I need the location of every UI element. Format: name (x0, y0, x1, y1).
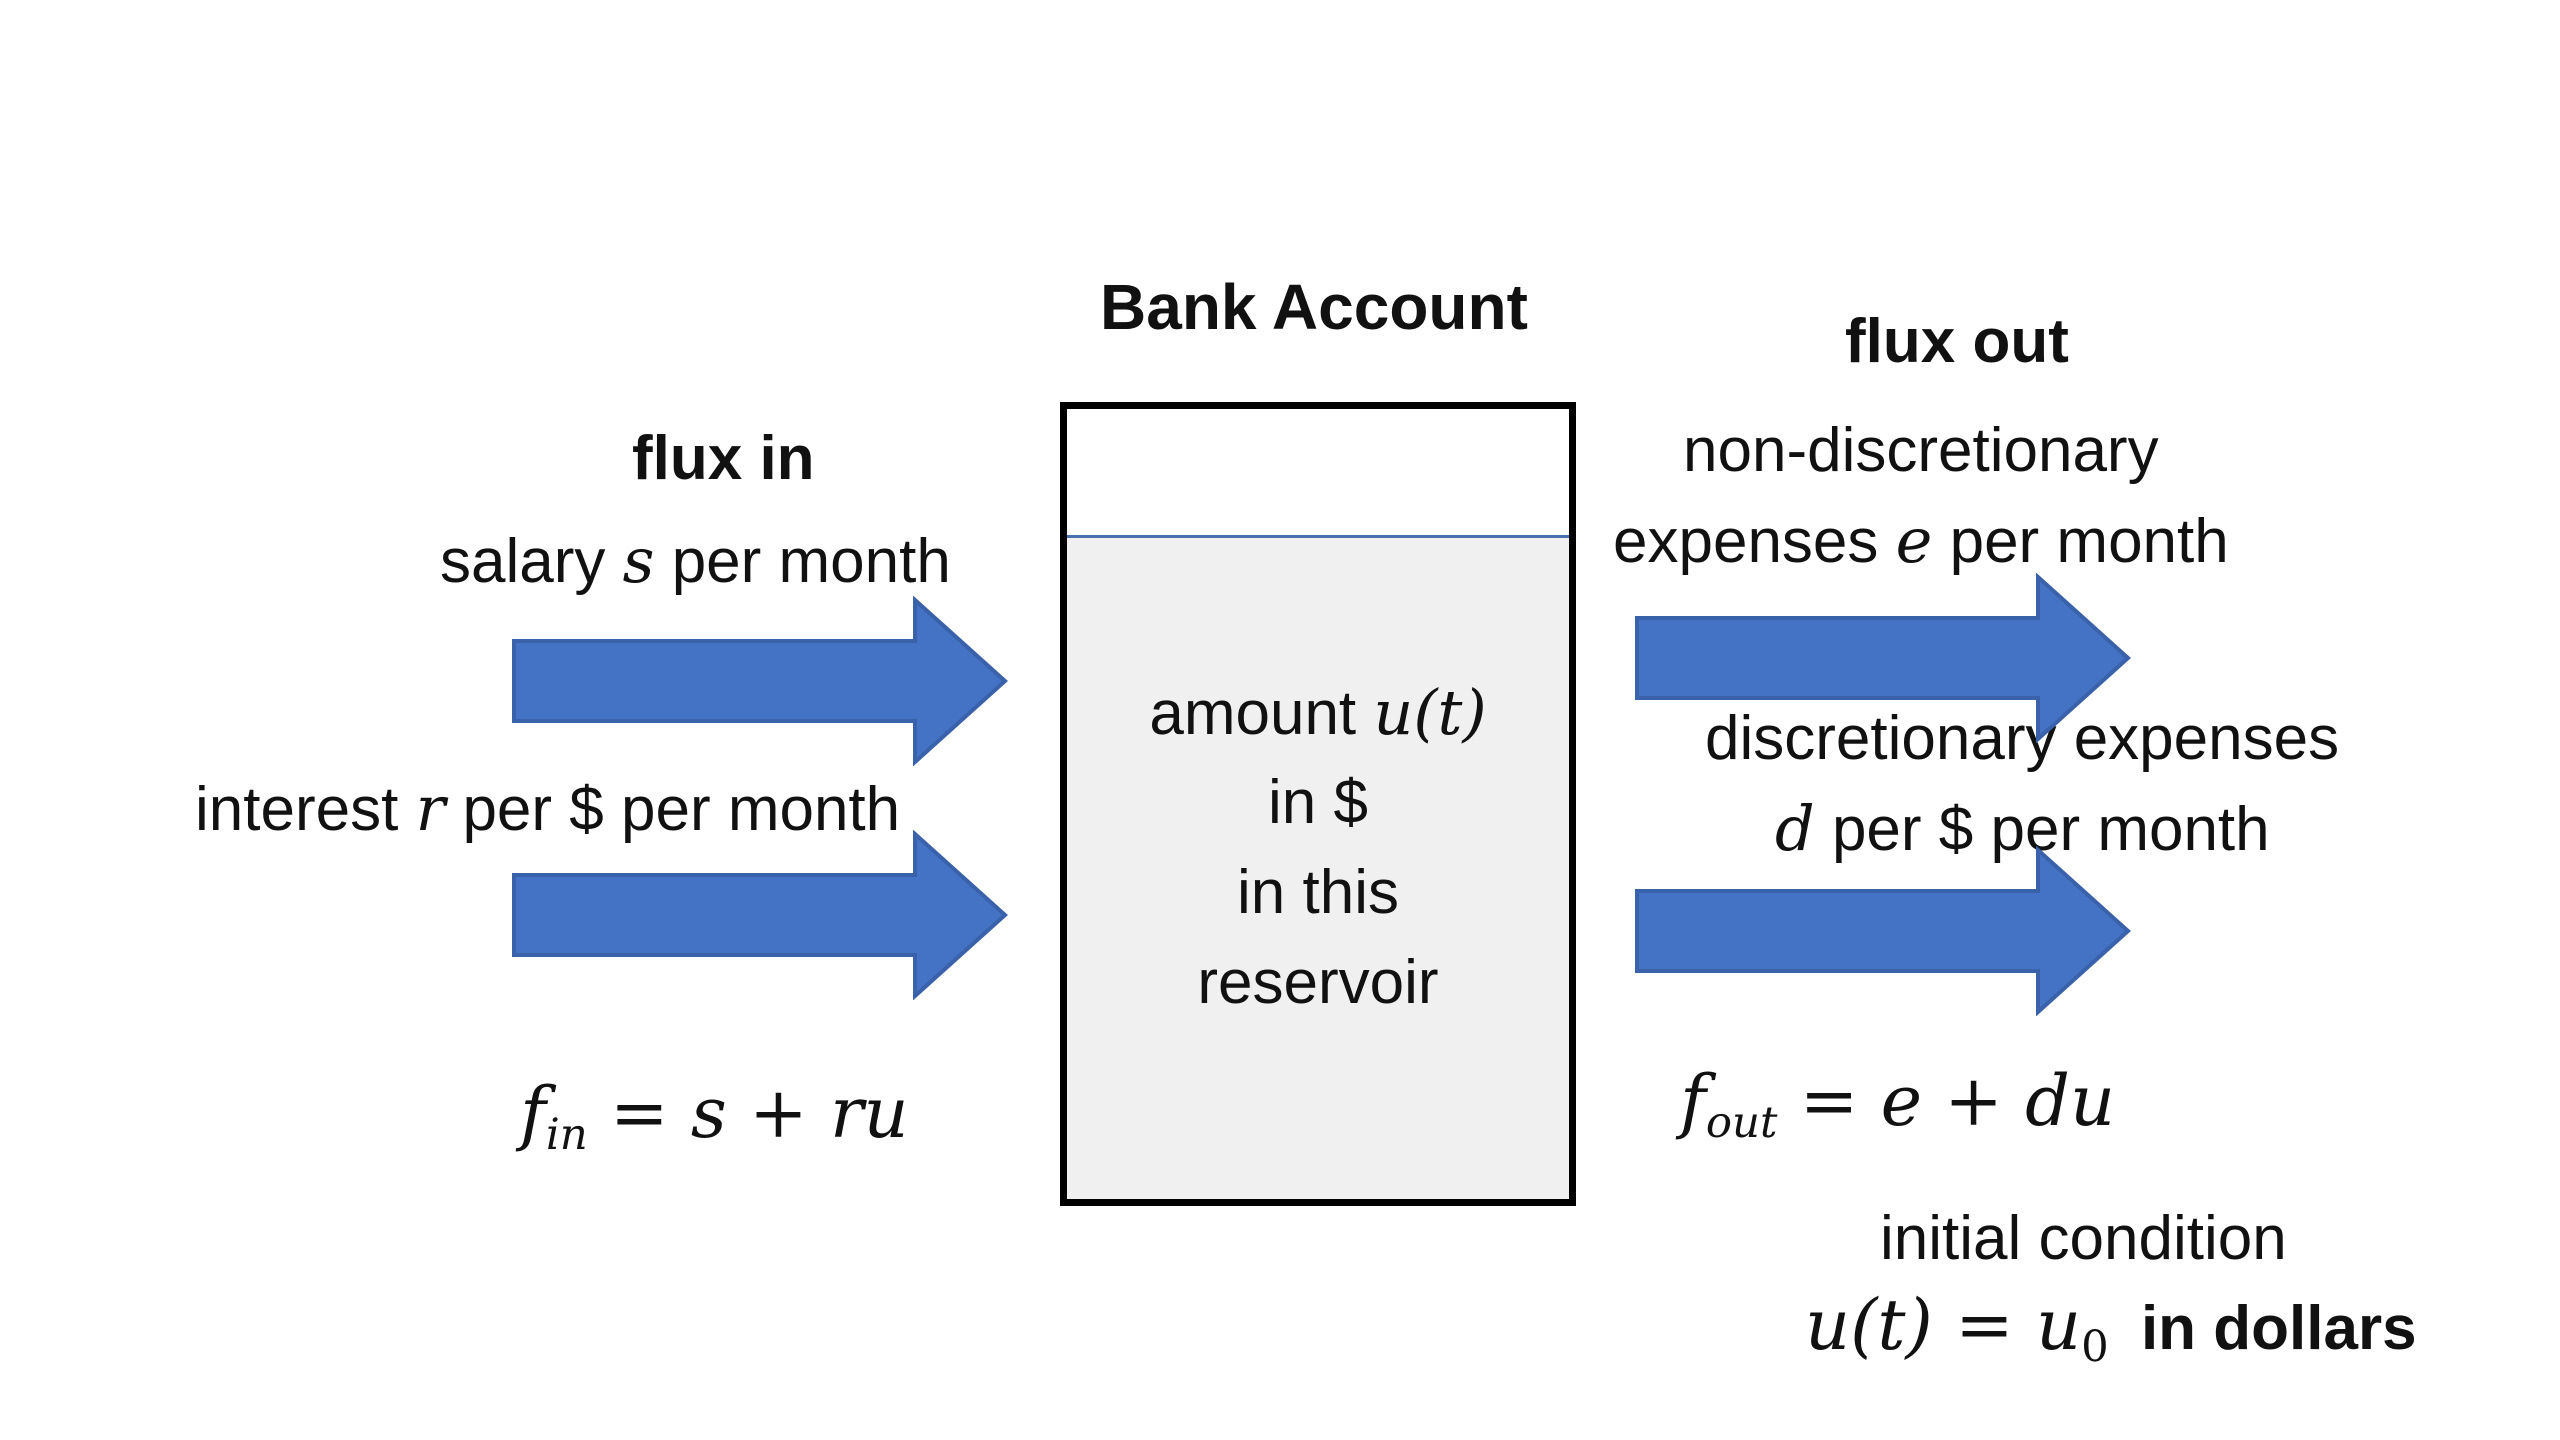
reservoir-amount-label: amount (1149, 679, 1357, 748)
discretionary-arrow-shape (1635, 846, 2131, 1016)
nondiscretionary-line1: non-discretionary (1683, 416, 2159, 485)
salary-label-text: salary (440, 527, 606, 596)
reservoir-container (1060, 402, 1576, 1206)
reservoir-this-line: in this (1237, 858, 1399, 927)
flux-out-heading: flux out (1845, 307, 2069, 376)
interest-rate-text: per $ per month (462, 775, 901, 844)
flux-out-formula-rhs: = e + du (1799, 1060, 2116, 1142)
salary-arrow (512, 596, 1008, 766)
expenses-variable: e (1895, 504, 1933, 577)
diagram-title: Bank Account (1100, 271, 1528, 343)
flux-in-formula-rhs: = s + ru (610, 1072, 909, 1154)
flux-out-formula: fout = e + du (1680, 1066, 2115, 1146)
discretionary-variable: d (1775, 792, 1815, 865)
interest-label-text: interest (195, 775, 399, 844)
interest-arrow (512, 830, 1008, 1000)
flux-in-formula: fin = s + ru (520, 1078, 909, 1158)
discretionary-arrow (1635, 846, 2131, 1016)
salary-label: salary s per month (440, 530, 951, 593)
initial-condition-equation-text: u(t) = u (1805, 1284, 2082, 1366)
reservoir-unit-line: in $ (1268, 768, 1368, 837)
expenses-text: expenses (1613, 507, 1879, 576)
initial-condition-equation: u(t) = u0 (1805, 1284, 2131, 1369)
flux-in-formula-subscript: in (545, 1110, 588, 1161)
discretionary-line1: discretionary expenses (1705, 704, 2340, 773)
nondiscretionary-line2: expenses e per month (1613, 510, 2229, 573)
salary-rate-text: per month (671, 527, 951, 596)
nondiscretionary-arrow-shape (1635, 573, 2131, 743)
flux-out-formula-f: f (1680, 1060, 1706, 1142)
flux-out-formula-subscript: out (1705, 1098, 1778, 1149)
reservoir-amount-variable: u(t) (1373, 676, 1487, 749)
flux-in-formula-f: f (520, 1072, 546, 1154)
expenses-rate-text: per month (1949, 507, 2229, 576)
initial-condition-suffix: in dollars (2140, 1294, 2417, 1363)
flux-in-heading: flux in (632, 424, 815, 493)
nondiscretionary-arrow (1635, 573, 2131, 743)
salary-arrow-shape (512, 596, 1008, 766)
interest-arrow-shape (512, 830, 1008, 1000)
initial-condition-subscript: 0 (2081, 1322, 2109, 1373)
interest-label: interest r per $ per month (195, 778, 900, 841)
discretionary-line2: d per $ per month (1775, 798, 2270, 861)
interest-variable: r (415, 772, 446, 845)
initial-condition-heading: initial condition (1880, 1204, 2287, 1273)
reservoir-water (1067, 535, 1569, 1199)
discretionary-rate-text: per $ per month (1831, 795, 2270, 864)
initial-condition-formula: u(t) = u0 in dollars (1805, 1290, 2417, 1370)
reservoir-word-line: reservoir (1197, 948, 1439, 1017)
salary-variable: s (622, 524, 655, 597)
reservoir-amount-line: amount u(t) (1060, 682, 1576, 745)
